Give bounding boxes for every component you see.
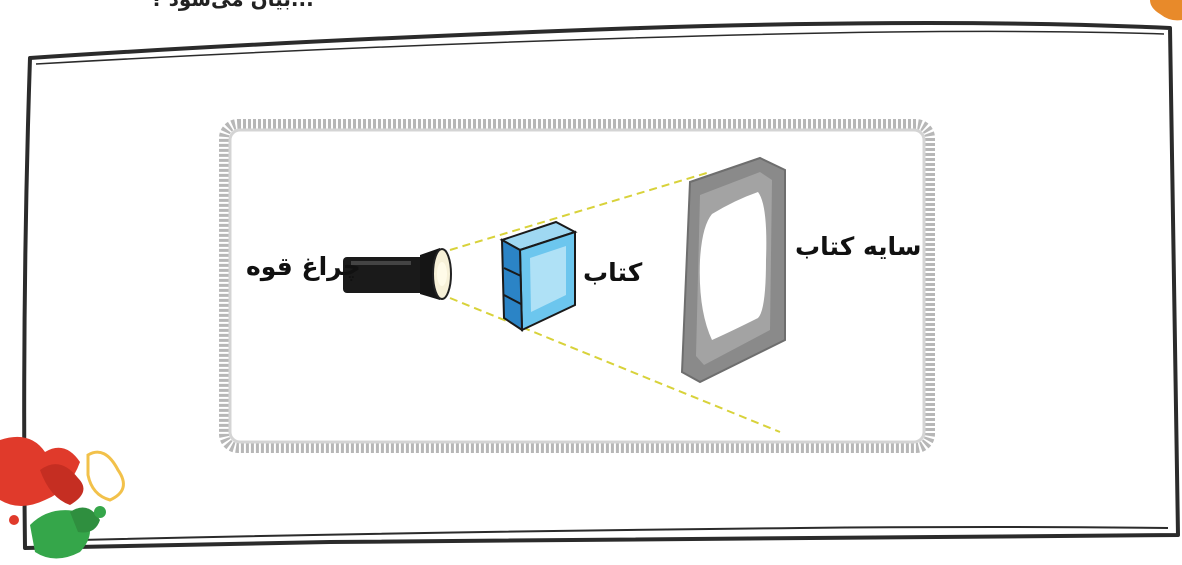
- book-label: کتاب: [583, 258, 642, 287]
- flashlight-label: چراغ قوه: [246, 252, 361, 281]
- book-shadow-label: سایه کتاب: [795, 232, 921, 261]
- screen-with-shadow: [682, 158, 785, 382]
- figure-panel-inner: [230, 130, 924, 442]
- corner-decoration: [1150, 0, 1182, 20]
